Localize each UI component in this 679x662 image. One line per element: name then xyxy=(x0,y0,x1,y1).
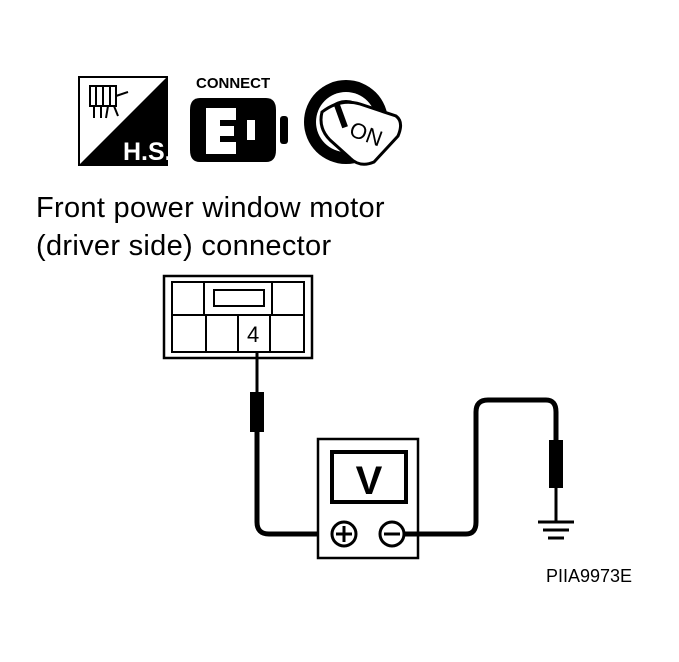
connector-caption-line1: Front power window motor xyxy=(36,192,385,224)
positive-probe xyxy=(250,352,330,537)
terminal-number: 4 xyxy=(247,322,259,347)
connector-connect-icon: CONNECT xyxy=(190,75,288,162)
connector-face xyxy=(162,274,314,360)
voltmeter: V xyxy=(316,437,420,560)
negative-lead xyxy=(404,397,563,537)
meter-mode-label: V xyxy=(356,459,383,503)
hs-label: H.S. xyxy=(123,138,172,166)
connector-caption-line2: (driver side) connector xyxy=(36,230,332,262)
harness-sensor-icon: H.S. xyxy=(78,76,172,166)
ignition-key-on-icon: ON xyxy=(304,80,403,166)
ground-symbol xyxy=(538,520,574,540)
connect-label: CONNECT xyxy=(196,75,270,92)
reference-code: PIIA9973E xyxy=(546,566,633,586)
